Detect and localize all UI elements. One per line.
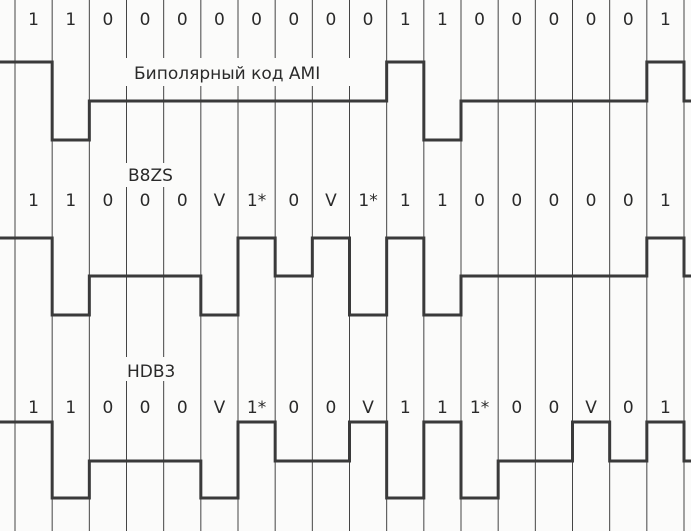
ami-bit-label: 1 xyxy=(28,10,39,30)
b8zs-bit-label: 1* xyxy=(247,191,266,211)
bit-labels: 110000000011000001011000V1*0V1*110000010… xyxy=(28,10,671,418)
ami-bit-label: 1 xyxy=(65,10,76,30)
b8zs-bit-label: 1* xyxy=(358,191,377,211)
b8zs-bit-label: V xyxy=(325,191,337,211)
ami-bit-label: 0 xyxy=(103,10,114,30)
b8zs-bit-label: 0 xyxy=(140,191,151,211)
ami-bit-label: 0 xyxy=(549,10,560,30)
b8zs-code-label: B8ZS xyxy=(128,166,173,186)
hdb3-bit-label: 0 xyxy=(140,398,151,418)
b8zs-bit-label: 1 xyxy=(400,191,411,211)
hdb3-bit-label: 1* xyxy=(247,398,266,418)
b8zs-bit-label: 0 xyxy=(586,191,597,211)
ami-bit-label: 0 xyxy=(326,10,337,30)
hdb3-bit-label: 0 xyxy=(103,398,114,418)
hdb3-label-background xyxy=(124,357,186,381)
hdb3-bit-label: 0 xyxy=(177,398,188,418)
ami-bit-label: 1 xyxy=(437,10,448,30)
hdb3-bit-label: 0 xyxy=(326,398,337,418)
hdb3-waveform xyxy=(0,420,691,500)
ami-bit-label: 0 xyxy=(288,10,299,30)
ami-bit-label: 0 xyxy=(363,10,374,30)
hdb3-bit-label: 0 xyxy=(288,398,299,418)
b8zs-bit-label: 1 xyxy=(437,191,448,211)
b8zs-bit-label: 0 xyxy=(103,191,114,211)
ami-bit-label: 0 xyxy=(474,10,485,30)
b8zs-bit-label: V xyxy=(214,191,226,211)
ami-bit-label: 0 xyxy=(140,10,151,30)
hdb3-bit-label: 1 xyxy=(28,398,39,418)
hdb3-bit-label: 1 xyxy=(400,398,411,418)
b8zs-bit-label: 1 xyxy=(65,191,76,211)
b8zs-bit-label: 0 xyxy=(288,191,299,211)
hdb3-bit-label: 1 xyxy=(65,398,76,418)
waveforms xyxy=(0,60,691,500)
b8zs-bit-label: 1 xyxy=(28,191,39,211)
b8zs-bit-label: 0 xyxy=(511,191,522,211)
hdb3-bit-label: 1 xyxy=(660,398,671,418)
hdb3-bit-label: 0 xyxy=(511,398,522,418)
b8zs-label-background xyxy=(124,163,186,187)
hdb3-bit-label: V xyxy=(585,398,597,418)
ami-bit-label: 1 xyxy=(400,10,411,30)
hdb3-code-label: HDB3 xyxy=(127,362,175,382)
b8zs-waveform xyxy=(0,236,691,317)
hdb3-bit-label: 0 xyxy=(549,398,560,418)
ami-code-label: Биполярный код AMI xyxy=(134,64,320,84)
ami-bit-label: 0 xyxy=(586,10,597,30)
ami-label-background xyxy=(126,58,364,86)
ami-bit-label: 0 xyxy=(251,10,262,30)
b8zs-bit-label: 1 xyxy=(660,191,671,211)
hdb3-bit-label: V xyxy=(214,398,226,418)
ami-bit-label: 0 xyxy=(623,10,634,30)
ami-bit-label: 0 xyxy=(214,10,225,30)
hdb3-bit-label: 1* xyxy=(470,398,489,418)
hdb3-bit-label: V xyxy=(362,398,374,418)
b8zs-bit-label: 0 xyxy=(474,191,485,211)
b8zs-bit-label: 0 xyxy=(623,191,634,211)
ami-waveform xyxy=(0,60,691,142)
ami-bit-label: 0 xyxy=(177,10,188,30)
ami-bit-label: 1 xyxy=(660,10,671,30)
ami-bit-label: 0 xyxy=(511,10,522,30)
hdb3-bit-label: 0 xyxy=(623,398,634,418)
b8zs-bit-label: 0 xyxy=(549,191,560,211)
hdb3-bit-label: 1 xyxy=(437,398,448,418)
b8zs-bit-label: 0 xyxy=(177,191,188,211)
